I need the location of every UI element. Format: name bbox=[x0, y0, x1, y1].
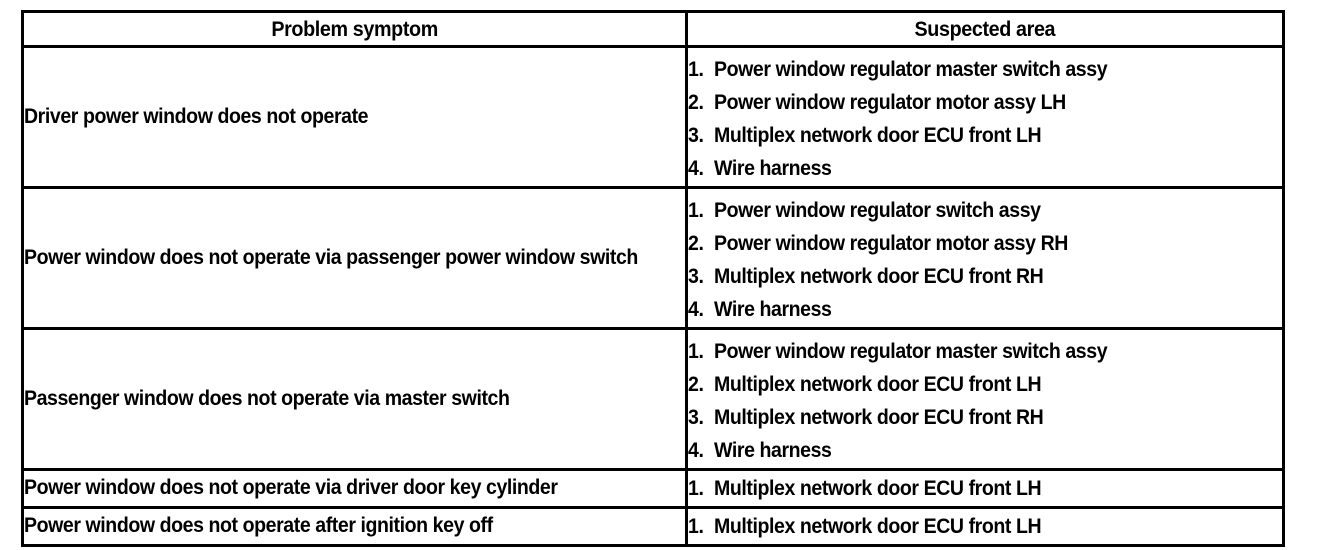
suspected-area-item-text: Power window regulator master switch ass… bbox=[714, 339, 1108, 363]
table-row: Power window does not operate via passen… bbox=[21, 185, 1285, 330]
problem-symptom-text: Passenger window does not operate via ma… bbox=[24, 386, 510, 410]
suspected-area-list: 1. Multiplex network door ECU front LH bbox=[688, 477, 1282, 500]
problem-symptoms-table-container: Problem symptom Suspected area Driver po… bbox=[21, 10, 1285, 547]
column-header-suspected-area-label: Suspected area bbox=[914, 17, 1056, 41]
suspected-area-item-text: Power window regulator master switch ass… bbox=[714, 58, 1108, 81]
suspected-area-item-number: 3. bbox=[688, 123, 704, 147]
suspected-area-item-text: Power window regulator motor assy RH bbox=[714, 231, 1068, 255]
suspected-area-item-text: Wire harness bbox=[714, 297, 832, 321]
suspected-area-item-number: 1. bbox=[688, 198, 704, 222]
suspected-area-item-text: Multiplex network door ECU front RH bbox=[714, 405, 1044, 429]
suspected-area-item-number: 3. bbox=[688, 264, 704, 288]
problem-symptom-cell: Power window does not operate via driver… bbox=[21, 467, 688, 509]
suspected-area-list-item: 2. Power window regulator motor assy RH bbox=[688, 228, 1240, 261]
suspected-area-item-text: Power window regulator switch assy bbox=[714, 198, 1041, 222]
suspected-area-list: 1. Power window regulator master switch a… bbox=[688, 48, 1282, 186]
suspected-area-list-item: 1. Power window regulator master switch a… bbox=[688, 54, 1240, 87]
suspected-area-item-text: Multiplex network door ECU front LH bbox=[714, 372, 1042, 396]
suspected-area-item-number: 1. bbox=[688, 339, 704, 363]
suspected-area-item-number: 3. bbox=[688, 405, 704, 429]
problem-symptom-text: Driver power window does not operate bbox=[24, 105, 369, 129]
table-header: Problem symptom Suspected area bbox=[21, 10, 1285, 48]
suspected-area-list-item: 2. Multiplex network door ECU front LH bbox=[688, 369, 1240, 402]
suspected-area-list-item: 1. Multiplex network door ECU front LH bbox=[688, 515, 1240, 538]
suspected-area-item-number: 2. bbox=[688, 231, 704, 255]
suspected-area-list-item: 4. Wire harness bbox=[688, 435, 1240, 468]
suspected-area-item-number: 1. bbox=[688, 476, 704, 500]
suspected-area-list: 1. Power window regulator switch assy 2. Po… bbox=[688, 189, 1282, 327]
suspected-area-item-text: Wire harness bbox=[714, 156, 832, 180]
column-header-problem-symptom-label: Problem symptom bbox=[271, 17, 438, 41]
table-row: Power window does not operate after igni… bbox=[21, 505, 1285, 547]
problem-symptom-cell: Driver power window does not operate bbox=[21, 45, 688, 189]
problem-symptom-text: Power window does not operate via driver… bbox=[24, 476, 558, 500]
problem-symptom-text: Power window does not operate via passen… bbox=[24, 245, 638, 269]
table-body: Driver power window does not operate 1. Po… bbox=[21, 45, 1285, 547]
suspected-area-item-text: Power window regulator motor assy LH bbox=[714, 90, 1066, 114]
suspected-area-item-number: 1. bbox=[688, 514, 704, 538]
suspected-area-item-number: 1. bbox=[688, 58, 704, 81]
table-header-row: Problem symptom Suspected area bbox=[21, 10, 1285, 48]
suspected-area-cell: 1. Power window regulator master switch a… bbox=[685, 326, 1285, 471]
suspected-area-item-number: 4. bbox=[688, 438, 704, 462]
suspected-area-cell: 1. Multiplex network door ECU front LH bbox=[685, 505, 1285, 547]
problem-symptom-cell: Power window does not operate via passen… bbox=[21, 185, 688, 330]
problem-symptom-text: Power window does not operate after igni… bbox=[24, 514, 493, 538]
column-header-suspected-area: Suspected area bbox=[685, 10, 1285, 48]
suspected-area-list: 1. Power window regulator master switch a… bbox=[688, 330, 1282, 468]
problem-symptom-cell: Power window does not operate after igni… bbox=[21, 505, 688, 547]
suspected-area-list-item: 4. Wire harness bbox=[688, 294, 1240, 327]
suspected-area-list-item: 2. Power window regulator motor assy LH bbox=[688, 87, 1240, 120]
suspected-area-item-text: Multiplex network door ECU front LH bbox=[714, 514, 1042, 538]
suspected-area-list-item: 1. Multiplex network door ECU front LH bbox=[688, 477, 1240, 500]
column-header-problem-symptom: Problem symptom bbox=[21, 10, 688, 48]
suspected-area-item-number: 4. bbox=[688, 156, 704, 180]
table-row: Driver power window does not operate 1. Po… bbox=[21, 45, 1285, 189]
suspected-area-cell: 1. Power window regulator switch assy 2. Po… bbox=[685, 185, 1285, 330]
suspected-area-item-text: Multiplex network door ECU front LH bbox=[714, 123, 1042, 147]
problem-symptoms-table: Problem symptom Suspected area Driver po… bbox=[21, 10, 1285, 547]
suspected-area-item-number: 2. bbox=[688, 372, 704, 396]
suspected-area-list-item: 4. Wire harness bbox=[688, 153, 1240, 186]
suspected-area-cell: 1. Multiplex network door ECU front LH bbox=[685, 467, 1285, 509]
suspected-area-list-item: 3. Multiplex network door ECU front RH bbox=[688, 261, 1240, 294]
suspected-area-list-item: 1. Power window regulator switch assy bbox=[688, 195, 1240, 228]
suspected-area-item-text: Wire harness bbox=[714, 438, 832, 462]
problem-symptom-cell: Passenger window does not operate via ma… bbox=[21, 326, 688, 471]
suspected-area-item-text: Multiplex network door ECU front RH bbox=[714, 264, 1044, 288]
suspected-area-item-text: Multiplex network door ECU front LH bbox=[714, 476, 1042, 500]
suspected-area-cell: 1. Power window regulator master switch a… bbox=[685, 45, 1285, 189]
suspected-area-list-item: 3. Multiplex network door ECU front RH bbox=[688, 402, 1240, 435]
suspected-area-list: 1. Multiplex network door ECU front LH bbox=[688, 515, 1282, 538]
suspected-area-list-item: 1. Power window regulator master switch a… bbox=[688, 336, 1240, 369]
suspected-area-item-number: 2. bbox=[688, 90, 704, 114]
table-row: Passenger window does not operate via ma… bbox=[21, 326, 1285, 471]
suspected-area-list-item: 3. Multiplex network door ECU front LH bbox=[688, 120, 1240, 153]
table-row: Power window does not operate via driver… bbox=[21, 467, 1285, 509]
suspected-area-item-number: 4. bbox=[688, 297, 704, 321]
